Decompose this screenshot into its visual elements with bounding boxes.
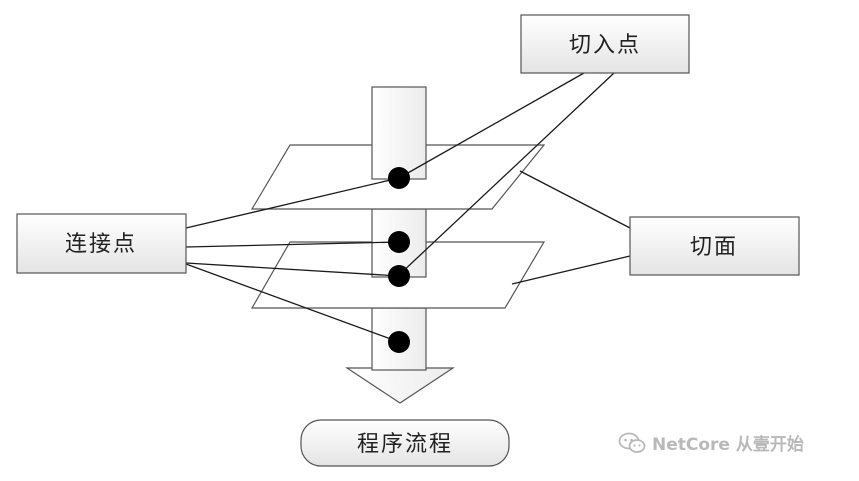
join-point-dot — [388, 331, 410, 353]
flow-arrow-head — [345, 367, 455, 404]
flow-shaft-top — [371, 86, 427, 180]
line-pointcut-to-dot-3 — [398, 72, 615, 276]
joinpoint-label: 连接点 — [65, 232, 137, 257]
flow-node: 程序流程 — [300, 419, 510, 467]
connector-lines — [185, 72, 631, 343]
join-point-dot — [388, 231, 410, 253]
line-aspect-to-lower-plane — [511, 255, 631, 285]
pointcut-box — [520, 14, 690, 74]
pointcut-label: 切入点 — [569, 33, 641, 58]
flow-box — [300, 419, 510, 467]
line-aspect-to-upper-plane — [519, 170, 631, 229]
flow-label: 程序流程 — [357, 432, 453, 457]
joinpoint-node: 连接点 — [16, 213, 187, 274]
join-point-dots — [388, 167, 410, 353]
aspect-label: 切面 — [690, 235, 738, 260]
aspect-node: 切面 — [629, 216, 800, 276]
flow-arrow — [345, 307, 455, 404]
line-joinpoint-to-dot-4 — [185, 263, 400, 343]
joinpoint-box — [16, 213, 187, 274]
join-point-dot — [388, 265, 410, 287]
line-joinpoint-to-dot-1 — [185, 177, 400, 229]
pointcut-node: 切入点 — [520, 14, 690, 74]
join-point-dot — [388, 167, 410, 189]
wechat-icon — [618, 432, 646, 454]
line-pointcut-to-dot-1 — [398, 72, 585, 179]
aspect-box — [629, 216, 800, 276]
watermark: NetCore 从壹开始 — [618, 430, 804, 455]
line-joinpoint-to-dot-2 — [185, 241, 400, 248]
watermark-text: NetCore 从壹开始 — [652, 435, 804, 455]
line-joinpoint-to-dot-3 — [185, 262, 400, 277]
